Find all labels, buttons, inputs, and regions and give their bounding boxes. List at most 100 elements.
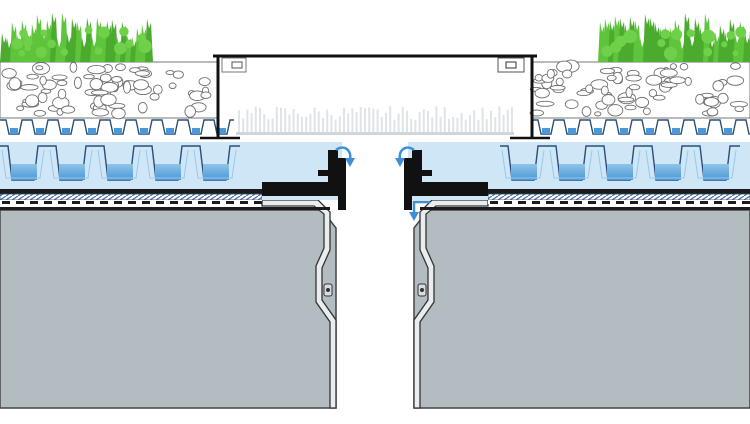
grating-bar <box>418 111 421 132</box>
grating-bar <box>406 110 408 132</box>
gravel-stone <box>706 107 719 117</box>
gravel-stone <box>695 93 705 105</box>
gravel-stone <box>111 76 123 83</box>
gravel-stone <box>172 70 184 79</box>
left-vegetation <box>0 12 153 63</box>
grating-bar <box>401 107 404 132</box>
grass-blade <box>743 33 750 62</box>
gravel-stone <box>168 82 177 90</box>
grating-bar <box>263 114 266 132</box>
membrane-dash <box>714 201 722 204</box>
gravel-stone <box>606 74 617 82</box>
grating-bar <box>296 113 299 132</box>
board-water <box>166 128 174 134</box>
cup-outline <box>501 149 545 179</box>
gravel-stone <box>659 68 678 78</box>
right-concrete-slab <box>413 209 750 409</box>
gravel-stone <box>669 76 686 85</box>
membrane-dash <box>588 201 596 204</box>
gravel-stone <box>56 79 68 86</box>
gravel-stone <box>534 87 550 99</box>
board-water <box>620 128 628 134</box>
grating-bar <box>305 116 308 132</box>
right-cover-clip-icon <box>497 57 525 73</box>
membrane-dash <box>114 201 122 204</box>
board-water <box>698 128 706 134</box>
grating-bar <box>309 114 312 132</box>
cup-water <box>155 164 181 180</box>
grating-bar <box>355 112 358 132</box>
grating-bar <box>481 107 484 132</box>
grating-bar <box>359 106 362 132</box>
gravel-stone <box>152 84 163 95</box>
grating-bar <box>347 113 350 132</box>
left-anchor-icon <box>323 283 333 297</box>
left-substrate-layer <box>0 61 219 120</box>
right-gravel-stones <box>529 59 748 117</box>
grating-bar <box>490 110 492 132</box>
grass-leaf <box>125 39 134 48</box>
gravel-stone <box>730 62 741 70</box>
membrane-dash <box>16 201 24 204</box>
gravel-stone <box>625 74 642 82</box>
grating-bar <box>414 119 417 132</box>
grass-leaf <box>726 31 736 40</box>
membrane-dash <box>100 201 108 204</box>
gravel-stone <box>184 105 196 118</box>
membrane-dash <box>602 201 610 204</box>
grating-bar <box>473 110 476 132</box>
grass-blade <box>50 12 58 62</box>
grating-bar <box>427 111 429 132</box>
cup-outline <box>645 149 689 179</box>
membrane-dash <box>630 201 638 204</box>
grating-bar <box>477 119 480 132</box>
board-water <box>542 128 550 134</box>
membrane-dash <box>518 201 526 204</box>
grating-bar <box>288 114 291 132</box>
gravel-stone <box>123 80 131 94</box>
board-water <box>568 128 576 134</box>
gravel-stone <box>69 61 78 73</box>
gravel-stone <box>1 68 17 79</box>
membrane-dash <box>156 201 164 204</box>
gravel-stone <box>679 62 689 71</box>
grass-leaf <box>732 50 739 57</box>
right-protection-board <box>532 118 750 138</box>
membrane-dash <box>240 201 248 204</box>
membrane-dash <box>254 201 262 204</box>
gravel-stone <box>648 89 658 98</box>
gravel-stone <box>99 73 112 83</box>
cup-water <box>203 164 229 180</box>
cup-water <box>655 164 681 180</box>
cup-outline <box>193 149 237 179</box>
cup-outline <box>1 149 45 179</box>
gravel-stone <box>581 106 592 117</box>
board-water <box>114 128 122 134</box>
grating-bar <box>506 109 509 132</box>
grass-leaf <box>615 35 627 48</box>
right-water-flow-arrow-icon <box>395 146 415 167</box>
grating-bar <box>443 107 446 132</box>
grass-leaf <box>657 39 666 47</box>
grating-bar <box>511 107 513 132</box>
gravel-stone <box>16 105 25 112</box>
right-drip-arrow-icon <box>409 200 430 221</box>
membrane-dash <box>86 201 94 204</box>
membrane-dash <box>72 201 80 204</box>
gravel-stone <box>33 109 46 117</box>
grass-leaf <box>671 28 683 41</box>
grass-leaf <box>94 47 103 55</box>
left-joint-seal <box>262 150 346 210</box>
left-board-profile <box>0 119 234 135</box>
grating-bar <box>485 119 488 132</box>
board-water <box>140 128 148 134</box>
gravel-stone <box>549 85 566 91</box>
grating-bar <box>431 117 434 132</box>
grating-bar <box>275 107 278 132</box>
membrane-dash <box>672 201 680 204</box>
grass-leaf <box>19 29 28 38</box>
right-joint-seal <box>404 150 488 210</box>
membrane-dash <box>58 201 66 204</box>
grating-bar <box>246 109 249 132</box>
